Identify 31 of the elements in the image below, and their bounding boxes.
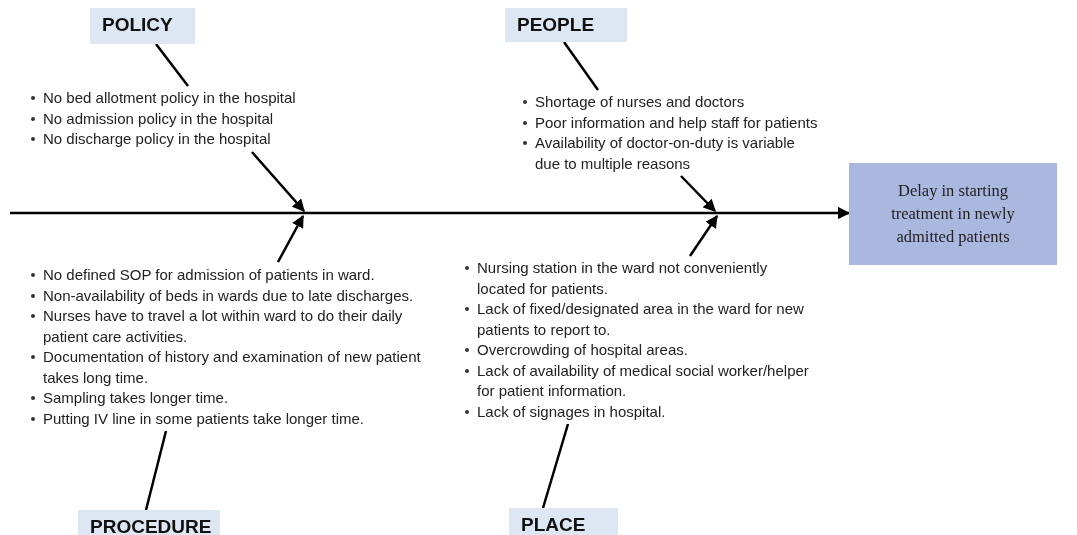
category-label: POLICY <box>90 8 195 44</box>
cause-text: Lack of availability of medical social worker/helper for patient information. <box>477 361 809 399</box>
cause-text: Documentation of history and examination of new patient takes long time. <box>43 348 421 386</box>
cause-text: Shortage of nurses and doctors <box>535 93 745 110</box>
arrow <box>10 206 851 220</box>
cause-text: Nurses have to travel a lot within ward to do their daily patient care activities. <box>43 307 403 345</box>
arrow <box>251 151 305 212</box>
cause-text: Poor information and help staff for patients <box>535 113 818 131</box>
cause-text: No admission policy in the hospital <box>43 109 274 127</box>
cause-text: No bed allotment policy in the hospital <box>43 89 296 106</box>
cause-text: Putting IV line in some patients take longer time. <box>43 409 364 427</box>
cause-text: Sampling takes longer time. <box>43 389 229 406</box>
effect-box: Delay in starting treatment in newly admitted patients <box>849 163 1057 265</box>
cause-text: Non-availability of beds in wards due to late discharges. <box>43 286 414 304</box>
arrow <box>680 175 716 212</box>
connector-line <box>541 423 570 509</box>
connector-line <box>562 41 600 91</box>
cause-text: Overcrowding of hospital areas. <box>477 341 688 358</box>
cause-text: Lack of signages in hospital. <box>477 402 666 420</box>
arrow <box>276 214 305 263</box>
connector-line <box>155 43 189 87</box>
category-label: PEOPLE <box>505 8 627 42</box>
cause-text: No defined SOP for admission of patients in ward. <box>43 266 375 283</box>
cause-text: Lack of fixed/designated area in the ward for new patients to report to. <box>477 300 804 338</box>
connector-line <box>144 430 168 511</box>
cause-text: No discharge policy in the hospital <box>43 130 271 147</box>
category-label: PLACE <box>509 508 618 535</box>
cause-text: Nursing station in the ward not conveniently located for patients. <box>477 259 768 297</box>
category-label: PROCEDURE <box>78 510 220 535</box>
cause-text: Availability of doctor-on-duty is variable due to multiple reasons <box>535 134 795 172</box>
arrow <box>688 214 719 257</box>
